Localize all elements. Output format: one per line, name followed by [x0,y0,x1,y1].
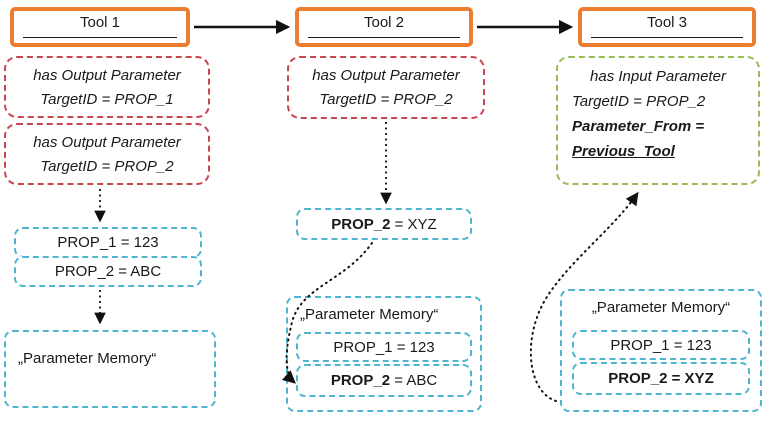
tool3-memory-prop2-box: PROP_2 = XYZ [572,362,750,395]
prop-value: PROP_2 = ABC [54,263,162,280]
prop-name: PROP_2 [330,372,391,389]
tool3-input-parameter-box: has Input Parameter TargetID = PROP_2 Pa… [556,56,760,185]
output-parameter-target: TargetID = PROP_1 [40,90,174,108]
tool3-box: Tool 3 [578,7,756,47]
prop-value: PROP_1 = 123 [333,338,435,356]
tool1-output-parameter-2-box: has Output Parameter TargetID = PROP_2 [4,123,210,185]
tool1-title-rule [23,37,177,38]
prop-rest: = ABC [390,372,438,389]
tool3-title-rule [591,37,743,38]
output-parameter-target: TargetID = PROP_2 [40,157,174,175]
input-parameter-from: Parameter_From = [572,118,705,135]
tool2-title-rule [308,37,460,38]
tool2-output-parameter-box: has Output Parameter TargetID = PROP_2 [287,56,485,119]
tool2-label: Tool 2 [363,14,405,31]
prop-value: PROP_2 = XYZ [608,370,713,387]
tool3-label: Tool 3 [646,14,688,31]
output-parameter-target: TargetID = PROP_2 [319,91,453,108]
prop-value: PROP_1 = 123 [57,234,159,251]
tool1-box: Tool 1 [10,7,190,47]
parameter-memory-label: „Parameter Memory“ [300,306,439,323]
prop-name: PROP_2 [331,215,391,233]
tool2-box: Tool 2 [295,7,473,47]
prop-name: PROP_2 = XYZ [608,370,714,387]
output-parameter-title: has Output Parameter [312,67,460,84]
prop-value: PROP_2 = XYZ [331,216,436,233]
prop-value: PROP_2 = ABC [331,372,437,389]
prop-rest: = XYZ [390,215,437,233]
tool2-memory-prop2-box: PROP_2 = ABC [296,364,472,397]
tool1-label: Tool 1 [79,14,121,31]
output-parameter-title: has Output Parameter [33,133,181,151]
parameter-memory-label: „Parameter Memory“ [18,350,157,367]
prop-value: PROP_1 = 123 [610,336,712,354]
input-parameter-from-value: Previous_Tool [572,143,675,160]
tool1-output-parameter-1-box: has Output Parameter TargetID = PROP_1 [4,56,210,118]
tool2-memory-prop1-box: PROP_1 = 123 [296,332,472,362]
output-parameter-title: has Output Parameter [33,66,181,84]
parameter-memory-label: „Parameter Memory“ [591,299,731,316]
input-parameter-title: has Input Parameter [590,68,726,85]
tool3-memory-prop1-box: PROP_1 = 123 [572,330,750,360]
tool1-parameter-memory-box: „Parameter Memory“ [4,330,216,408]
tool1-prop1-value-box: PROP_1 = 123 [14,227,202,258]
input-parameter-target: TargetID = PROP_2 [572,93,706,110]
tool2-prop2-value-box: PROP_2 = XYZ [296,208,472,240]
tool1-prop2-value-box: PROP_2 = ABC [14,256,202,287]
